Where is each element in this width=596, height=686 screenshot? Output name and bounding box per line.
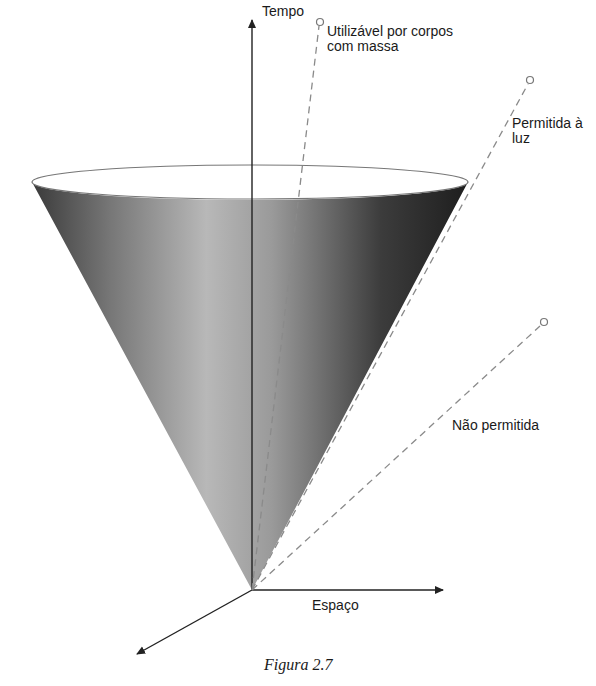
timelike-path bbox=[252, 26, 319, 590]
spacelike-path bbox=[252, 326, 540, 590]
axis-label: Espaço bbox=[312, 598, 359, 613]
path-end bbox=[317, 19, 324, 26]
path-end bbox=[541, 319, 548, 326]
path-label: Não permitida bbox=[452, 418, 539, 433]
space-axis bbox=[252, 589, 443, 590]
cone-body bbox=[32, 182, 468, 590]
path-end bbox=[527, 77, 534, 84]
time-axis bbox=[251, 20, 252, 590]
path-label: Permitida à luz bbox=[512, 116, 584, 147]
path-label: Utilizável por corpos com massa bbox=[327, 24, 459, 55]
cone-rim bbox=[32, 165, 468, 199]
space-axis bbox=[137, 590, 252, 654]
axis-label: Tempo bbox=[262, 4, 304, 19]
figure-caption: Figura 2.7 bbox=[264, 656, 332, 674]
lightlike-path bbox=[252, 84, 528, 590]
